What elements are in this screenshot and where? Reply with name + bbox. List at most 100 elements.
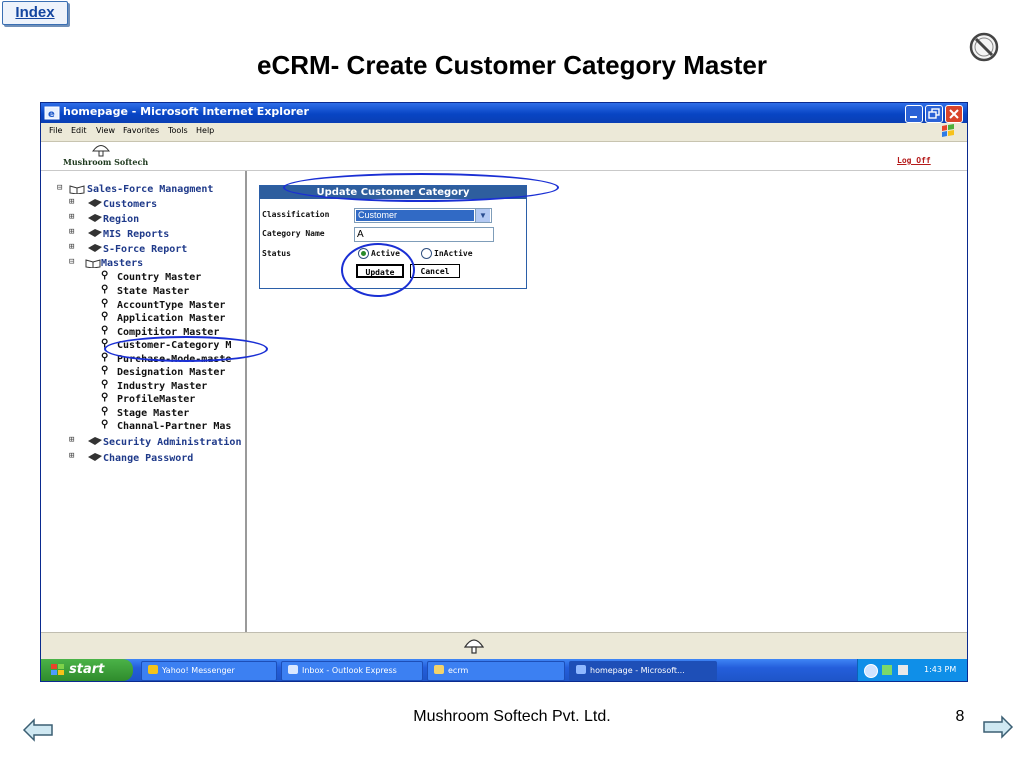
sidebar-item-s-force-report[interactable]: S-Force Report	[103, 244, 188, 255]
annotation-oval-sidebar-item	[104, 336, 268, 362]
cancel-button[interactable]: Cancel	[410, 264, 460, 278]
brand-name: Mushroom Softech	[63, 157, 149, 167]
page-header: Mushroom Softech Log Off	[41, 142, 967, 171]
expand-icon[interactable]: ⊞	[69, 242, 75, 252]
collapse-icon[interactable]: ⊟	[69, 257, 75, 267]
chevron-down-icon[interactable]: ▼	[475, 209, 490, 222]
open-book-icon	[69, 185, 85, 194]
annotation-oval-status-update	[341, 243, 415, 297]
sidebar-item-application-master[interactable]: Application Master	[117, 313, 226, 324]
status-label: Status	[262, 249, 291, 258]
menu-edit[interactable]: Edit	[71, 126, 87, 135]
expand-icon[interactable]: ⊞	[69, 227, 75, 237]
category-name-label: Category Name	[262, 229, 325, 238]
leaf-icon: ⚲	[101, 298, 109, 309]
back-chevron-icon[interactable]	[864, 664, 878, 678]
expand-icon[interactable]: ⊞	[69, 451, 75, 461]
expand-icon[interactable]: ⊞	[69, 212, 75, 222]
sidebar-item-security-administration[interactable]: Security Administration	[103, 437, 242, 448]
classification-select[interactable]: Customer ▼	[354, 208, 492, 223]
network-icon[interactable]	[882, 665, 892, 675]
logoff-link[interactable]: Log Off	[897, 156, 931, 165]
browser-window: e homepage - Microsoft Internet Explorer…	[40, 102, 968, 682]
outlook-icon	[288, 665, 298, 674]
taskbar-clock: 1:43 PM	[924, 665, 957, 674]
taskbar-item-ecrm-folder[interactable]: ecrm	[427, 661, 565, 681]
leaf-icon: ⚲	[101, 338, 109, 349]
menu-view[interactable]: View	[96, 126, 115, 135]
close-icon	[949, 109, 959, 119]
task-label: ecrm	[448, 666, 469, 675]
windows-logo-icon	[51, 664, 64, 675]
collapse-icon[interactable]: ⊟	[57, 183, 63, 193]
minimize-button[interactable]	[905, 105, 923, 123]
expand-icon[interactable]: ⊞	[69, 435, 75, 445]
messenger-icon	[148, 665, 158, 674]
taskbar-item-yahoo-messenger[interactable]: Yahoo! Messenger	[141, 661, 277, 681]
menu-help[interactable]: Help	[196, 126, 215, 135]
leaf-icon: ⚲	[101, 406, 109, 417]
annotation-oval-form-header	[283, 173, 559, 202]
taskbar-item-outlook-express[interactable]: Inbox - Outlook Express	[281, 661, 423, 681]
restore-button[interactable]	[925, 105, 943, 123]
category-name-input[interactable]: A	[354, 227, 494, 242]
index-link[interactable]: Index	[2, 1, 68, 25]
restore-icon	[928, 108, 940, 119]
sidebar-item-mis-reports[interactable]: MIS Reports	[103, 229, 170, 240]
taskbar-item-homepage-ie[interactable]: homepage - Microsoft...	[569, 661, 717, 681]
menu-favorites[interactable]: Favorites	[123, 126, 160, 135]
sidebar-item-customers[interactable]: Customers	[103, 199, 158, 210]
sidebar-item-compititor-master[interactable]: Compititor Master	[117, 327, 220, 338]
internet-explorer-icon	[576, 665, 586, 674]
previous-arrow-icon[interactable]	[22, 710, 56, 750]
book-icon	[88, 199, 102, 207]
leaf-icon: ⚲	[101, 392, 109, 403]
slide-title: eCRM- Create Customer Category Master	[256, 50, 768, 80]
next-arrow-icon[interactable]	[980, 707, 1014, 747]
open-book-icon	[85, 259, 101, 268]
leaf-icon: ⚲	[101, 311, 109, 322]
minimize-icon	[910, 116, 917, 118]
windows-logo-icon	[942, 124, 954, 137]
book-icon	[88, 453, 102, 461]
prohibited-icon[interactable]	[968, 31, 1000, 63]
leaf-icon: ⚲	[101, 352, 109, 363]
expand-icon[interactable]: ⊞	[69, 197, 75, 207]
sidebar-item-stage-master[interactable]: Stage Master	[117, 408, 190, 419]
status-inactive-radio[interactable]	[421, 248, 432, 259]
folder-icon	[434, 665, 444, 674]
task-label: Inbox - Outlook Express	[302, 666, 397, 675]
sidebar-tree: ⊟ Sales-Force Managment ⊞ Customers ⊞ Re…	[41, 171, 247, 632]
windows-taskbar: start Yahoo! Messenger Inbox - Outlook E…	[41, 659, 967, 681]
book-icon	[88, 437, 102, 445]
start-label: start	[69, 662, 105, 677]
internet-explorer-icon: e	[44, 106, 60, 120]
book-icon	[88, 214, 102, 222]
menu-file[interactable]: File	[49, 126, 63, 135]
menu-tools[interactable]: Tools	[168, 126, 188, 135]
sidebar-item-channal-partner-master[interactable]: Channal-Partner Mas	[117, 421, 232, 432]
sidebar-item-masters[interactable]: Masters	[101, 258, 144, 269]
sidebar-item-country-master[interactable]: Country Master	[117, 272, 202, 283]
sidebar-item-region[interactable]: Region	[103, 214, 140, 225]
volume-icon[interactable]	[898, 665, 908, 675]
classification-value: Customer	[356, 210, 474, 221]
page-number: 8	[955, 708, 965, 725]
svg-text:e: e	[48, 109, 55, 120]
close-button[interactable]	[945, 105, 963, 123]
sidebar-item-state-master[interactable]: State Master	[117, 286, 190, 297]
browser-statusbar	[41, 632, 967, 659]
window-titlebar[interactable]: e homepage - Microsoft Internet Explorer	[41, 103, 967, 123]
sidebar-item-accounttype-master[interactable]: AccountType Master	[117, 300, 226, 311]
book-icon	[88, 229, 102, 237]
sidebar-item-designation-master[interactable]: Designation Master	[117, 367, 226, 378]
sidebar-item-industry-master[interactable]: Industry Master	[117, 381, 208, 392]
leaf-icon: ⚲	[101, 419, 109, 430]
tree-root[interactable]: Sales-Force Managment	[87, 184, 214, 195]
window-title: homepage - Microsoft Internet Explorer	[63, 105, 309, 118]
leaf-icon: ⚲	[101, 379, 109, 390]
sidebar-item-profile-master[interactable]: ProfileMaster	[117, 394, 196, 405]
leaf-icon: ⚲	[101, 325, 109, 336]
sidebar-item-change-password[interactable]: Change Password	[103, 453, 194, 464]
start-button[interactable]: start	[41, 659, 133, 681]
